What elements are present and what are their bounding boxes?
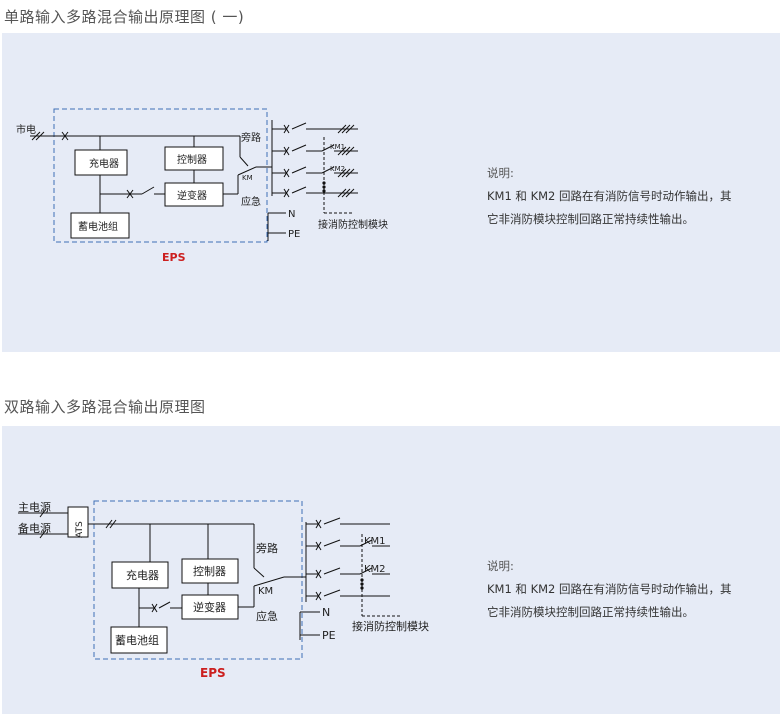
note-line-2: 它非消防模块控制回路正常持续性输出。	[487, 212, 694, 226]
diagram-2-title: 双路输入多路混合输出原理图	[4, 398, 206, 416]
emergency-label: 应急	[256, 609, 278, 623]
battery-box	[70, 212, 130, 239]
diagram-2-note: 说明: KM1 和 KM2 回路在有消防信号时动作输出，其 它非消防模块控制回路…	[487, 555, 732, 624]
emergency-label: 应急	[241, 195, 261, 208]
diagram-2-panel: 主电源 备电源 ATS 充电器 控制器 逆变器 蓄电池组 旁路 KM 应急 KM…	[2, 426, 780, 714]
inverter-box	[181, 594, 239, 620]
eps-boundary	[53, 108, 268, 243]
diagram-1-panel: 市电 充电器 控制器 逆变器 蓄电池组 旁路 KM 应急 KM1 KM2 N P…	[2, 33, 780, 352]
charger-label: 充电器	[126, 568, 159, 582]
n-label: N	[288, 209, 295, 220]
note-line-1: KM1 和 KM2 回路在有消防信号时动作输出，其	[487, 582, 732, 596]
branch-2	[306, 539, 390, 551]
diagram-1-schematic: 市电 充电器 控制器 逆变器 蓄电池组 旁路 KM 应急 KM1 KM2 N P…	[16, 108, 388, 264]
inverter-label: 逆变器	[193, 600, 226, 614]
bypass-label: 旁路	[241, 131, 261, 144]
charger-box	[74, 149, 128, 176]
note-heading: 说明:	[487, 559, 514, 573]
battery-label: 蓄电池组	[78, 220, 118, 233]
inverter-label: 逆变器	[177, 189, 207, 202]
km2-label: KM2	[330, 165, 345, 173]
diagram-2-schematic: 主电源 备电源 ATS 充电器 控制器 逆变器 蓄电池组 旁路 KM 应急 KM…	[18, 500, 429, 680]
fire-module-label: 接消防控制模块	[352, 619, 429, 633]
km1-label: KM1	[364, 536, 386, 547]
controller-label: 控制器	[193, 564, 226, 578]
fire-module-label: 接消防控制模块	[318, 218, 388, 231]
note-line-1: KM1 和 KM2 回路在有消防信号时动作输出，其	[487, 189, 732, 203]
eps-boundary	[93, 500, 303, 660]
input-breaker	[61, 131, 69, 141]
controller-label: 控制器	[177, 153, 207, 166]
note-line-2: 它非消防模块控制回路正常持续性输出。	[487, 605, 694, 619]
branch-4	[272, 186, 358, 198]
branch-1	[306, 517, 390, 529]
mains-label: 市电	[16, 123, 36, 136]
controller-box	[181, 558, 239, 584]
branch-3	[272, 166, 358, 178]
branch-3	[306, 567, 390, 579]
diagram-1-title: 单路输入多路混合输出原理图 ( 一)	[4, 8, 245, 26]
branch-1	[272, 122, 358, 134]
km1-label: KM1	[330, 143, 345, 151]
note-heading: 说明:	[487, 166, 514, 180]
diagram-1-note: 说明: KM1 和 KM2 回路在有消防信号时动作输出，其 它非消防模块控制回路…	[487, 162, 732, 231]
battery-box	[110, 626, 168, 654]
charger-box	[111, 561, 169, 589]
pe-label: PE	[288, 229, 300, 240]
km-label: KM	[258, 586, 273, 597]
km2-label: KM2	[364, 564, 386, 575]
ellipsis-dots	[322, 181, 326, 193]
eps-label: EPS	[200, 666, 226, 680]
ellipsis-dots	[360, 578, 364, 590]
main-power-label: 主电源	[18, 500, 51, 514]
pe-label: PE	[322, 629, 336, 642]
km-label: KM	[242, 174, 253, 182]
backup-power-label: 备电源	[18, 521, 51, 535]
eps-label: EPS	[162, 251, 186, 264]
branch-2	[272, 144, 358, 156]
branch-4	[306, 589, 390, 601]
n-label: N	[322, 606, 330, 619]
ats-label: ATS	[75, 521, 85, 538]
ats-box	[67, 506, 89, 538]
bypass-label: 旁路	[256, 541, 278, 555]
charger-label: 充电器	[89, 157, 119, 170]
battery-label: 蓄电池组	[115, 633, 159, 647]
